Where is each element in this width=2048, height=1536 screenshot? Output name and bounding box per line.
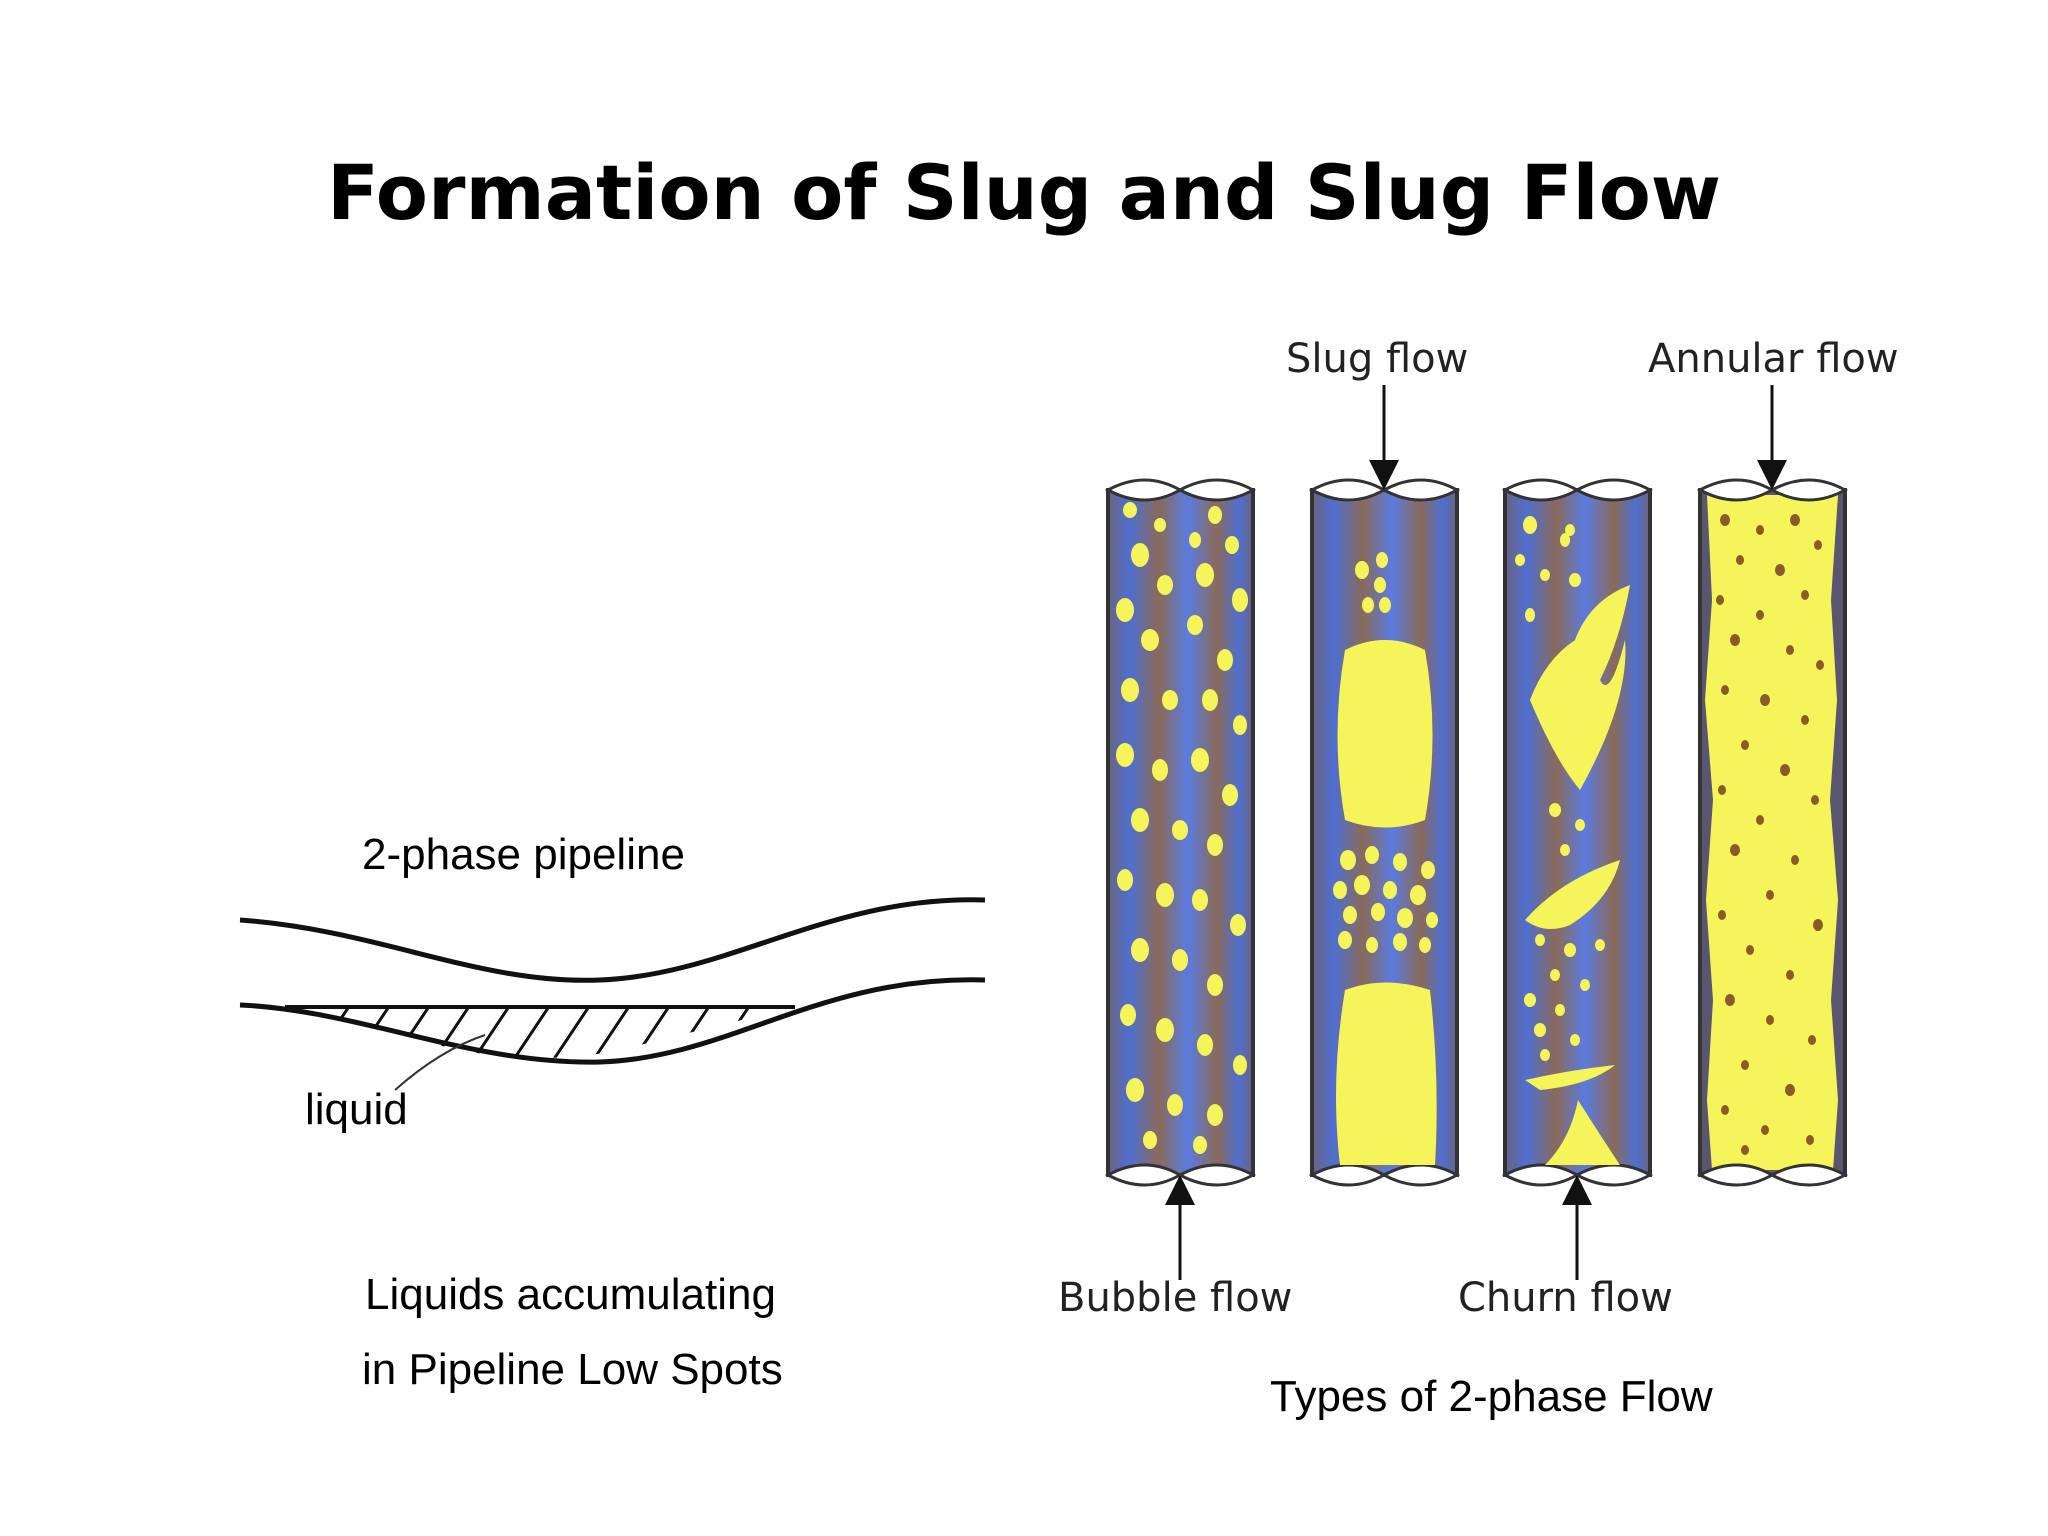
liquid-label: liquid xyxy=(305,1085,408,1134)
liquid-leader-line xyxy=(394,1034,486,1091)
pipe-lower-wall xyxy=(239,977,986,1065)
label-annular-flow: Annular flow xyxy=(1648,336,1899,382)
label-slug-flow: Slug flow xyxy=(1286,336,1469,382)
slide-title: Formation of Slug and Slug Flow xyxy=(326,148,1722,237)
right-caption: Types of 2-phase Flow xyxy=(1270,1372,1713,1421)
pipe-upper-wall xyxy=(239,897,986,983)
tube-annular-flow xyxy=(1696,478,1849,1187)
left-caption-line2: in Pipeline Low Spots xyxy=(362,1345,783,1394)
pipeline-label: 2-phase pipeline xyxy=(362,830,685,879)
left-caption-line1: Liquids accumulating xyxy=(365,1270,776,1319)
tube-slug-flow xyxy=(1308,478,1461,1187)
label-bubble-flow: Bubble flow xyxy=(1058,1275,1293,1321)
label-churn-flow: Churn flow xyxy=(1458,1275,1673,1321)
tube-bubble-flow xyxy=(1104,478,1257,1187)
tube-churn-flow xyxy=(1501,478,1654,1187)
